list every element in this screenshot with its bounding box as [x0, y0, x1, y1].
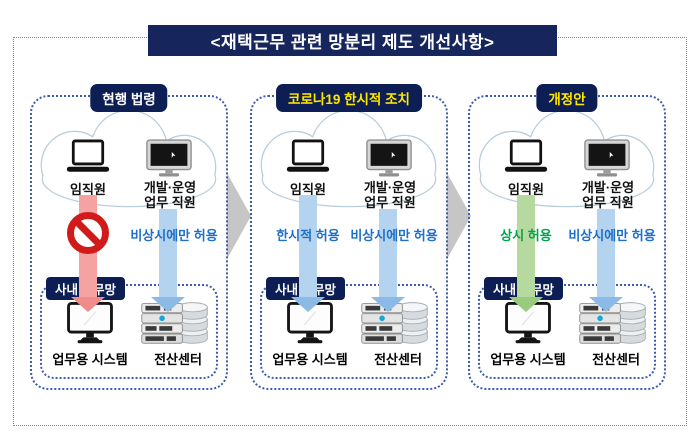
data-center-label: 전산센터: [374, 352, 422, 367]
panel-current-law: 현행 법령 임직원 개발·운영 업무 직원: [30, 84, 228, 390]
data-center-label: 전산센터: [154, 352, 202, 367]
dev-staff-label-line1: 개발·운영: [143, 180, 197, 195]
right-arrow-label: 비상시에만 허용: [350, 228, 438, 243]
business-system-label: 업무용 시스템: [272, 352, 348, 367]
data-center-label: 전산센터: [592, 352, 640, 367]
laptop-icon: [504, 139, 548, 172]
internal-network-box: 사내 업무망 업무용 시스템: [260, 277, 438, 379]
cloud-icon: [478, 109, 655, 208]
internal-network-box: 사내 업무망 업무용 시스템: [478, 277, 656, 379]
employee-access-arrow: [509, 195, 543, 312]
dev-access-arrow: [589, 209, 623, 312]
dev-staff-label-line2: 업무 직원: [364, 194, 416, 210]
panel-header-badge: 개정안: [536, 84, 598, 112]
dev-staff-label: 개발·운영 업무 직원: [347, 180, 433, 211]
employee-label: 임직원: [508, 182, 544, 197]
laptop-icon: [286, 139, 330, 172]
employee-label: 임직원: [70, 182, 106, 197]
right-arrow-label: 비상시에만 허용: [130, 228, 218, 243]
dev-access-arrow: [151, 209, 185, 312]
dev-staff-label: 개발·운영 업무 직원: [565, 180, 651, 211]
business-system-label: 업무용 시스템: [490, 352, 566, 367]
panel-connector-arrow-1: [227, 173, 251, 259]
dev-monitor-icon: [146, 139, 192, 177]
panel-covid-temporary: 코로나19 한시적 조치 임직원 개발·운영 업무 직원: [250, 84, 448, 390]
left-arrow-label: 한시적 허용: [276, 228, 340, 243]
employee-access-arrow: [291, 195, 325, 312]
prohibition-icon: [67, 212, 109, 254]
internal-network-box: 사내 업무망 업무용 시스템: [40, 277, 218, 379]
server-icon: [141, 302, 208, 344]
server-icon: [579, 302, 646, 344]
dev-monitor-icon: [584, 139, 630, 177]
dev-staff-label: 개발·운영 업무 직원: [127, 180, 213, 211]
right-arrow-label: 비상시에만 허용: [568, 228, 656, 243]
panel-header-badge: 코로나19 한시적 조치: [276, 84, 422, 112]
dev-staff-label-line1: 개발·운영: [363, 180, 417, 195]
panel-connector-arrow-2: [447, 173, 471, 259]
diagram-title: <재택근무 관련 망분리 제도 개선사항>: [148, 25, 557, 56]
dev-staff-label-line2: 업무 직원: [144, 194, 196, 210]
panel-amendment: 개정안 임직원 개발·운영 업무 직원: [468, 84, 666, 390]
business-system-label: 업무용 시스템: [52, 352, 128, 367]
dev-staff-label-line2: 업무 직원: [582, 194, 634, 210]
dev-access-arrow: [371, 209, 405, 312]
panel-header-badge: 현행 법령: [90, 84, 168, 112]
left-arrow-label: 상시 허용: [500, 228, 552, 243]
employee-label: 임직원: [290, 182, 326, 197]
dev-staff-label-line1: 개발·운영: [581, 180, 635, 195]
laptop-icon: [66, 139, 110, 172]
dev-monitor-icon: [366, 139, 412, 177]
